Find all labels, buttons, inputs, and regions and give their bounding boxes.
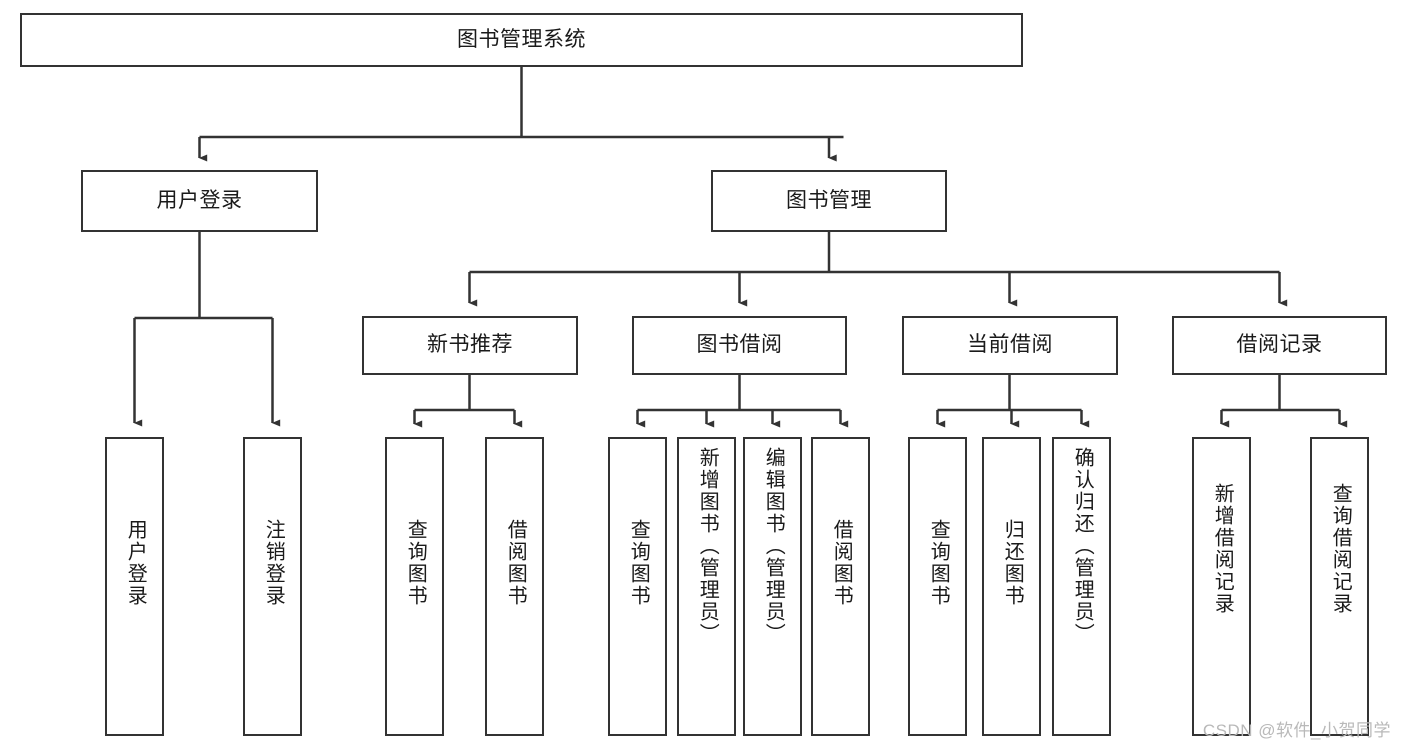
leaf-node[interactable]: 用户登录 [105, 437, 164, 736]
node-book-management-label: 图书管理 [786, 188, 872, 212]
node-book-borrow[interactable]: 图书借阅 [632, 316, 847, 375]
leaf-node[interactable]: 查询借阅记录 [1310, 437, 1369, 736]
leaf-node[interactable]: 新增借阅记录 [1192, 437, 1251, 736]
leaf-node-label: 查询借阅记录 [1329, 483, 1352, 615]
leaf-node-label: 用户登录 [124, 519, 147, 607]
leaf-node-label: 新增借阅记录 [1211, 483, 1234, 615]
leaf-node-label: 借阅图书 [830, 519, 853, 607]
leaf-node[interactable]: 确认归还（管理员） [1052, 437, 1111, 736]
leaf-node[interactable]: 注销登录 [243, 437, 302, 736]
leaf-node[interactable]: 查询图书 [608, 437, 667, 736]
node-current-borrow-label: 当前借阅 [967, 333, 1053, 357]
node-borrow-record[interactable]: 借阅记录 [1172, 316, 1387, 375]
leaf-node-label: 归还图书 [1001, 519, 1024, 607]
node-book-management[interactable]: 图书管理 [711, 170, 947, 232]
node-user-login[interactable]: 用户登录 [81, 170, 318, 232]
leaf-node-label: 借阅图书 [504, 519, 527, 607]
csdn-watermark: CSDN @软件_小贺同学 [1202, 721, 1391, 740]
leaf-node[interactable]: 编辑图书（管理员） [743, 437, 802, 736]
leaf-node[interactable]: 借阅图书 [485, 437, 544, 736]
leaf-node-label: 注销登录 [262, 519, 285, 607]
node-root-label: 图书管理系统 [457, 27, 586, 51]
node-book-borrow-label: 图书借阅 [696, 333, 783, 357]
leaf-node-label: 查询图书 [404, 519, 427, 607]
leaf-node-label: 确认归还（管理员） [1071, 447, 1094, 645]
leaf-node[interactable]: 借阅图书 [811, 437, 870, 736]
leaf-node-label: 查询图书 [927, 519, 950, 607]
node-new-book-recommend[interactable]: 新书推荐 [362, 316, 578, 375]
leaf-node-label: 编辑图书（管理员） [762, 447, 785, 645]
node-root[interactable]: 图书管理系统 [20, 13, 1023, 67]
leaf-node[interactable]: 归还图书 [982, 437, 1041, 736]
leaf-node-label: 新增图书（管理员） [696, 447, 719, 645]
node-user-login-label: 用户登录 [156, 188, 243, 212]
node-borrow-record-label: 借阅记录 [1236, 333, 1323, 357]
leaf-node[interactable]: 查询图书 [385, 437, 444, 736]
leaf-node[interactable]: 新增图书（管理员） [677, 437, 736, 736]
node-new-book-recommend-label: 新书推荐 [427, 333, 513, 357]
leaf-node[interactable]: 查询图书 [908, 437, 967, 736]
leaf-node-label: 查询图书 [627, 519, 650, 607]
node-current-borrow[interactable]: 当前借阅 [902, 316, 1118, 375]
